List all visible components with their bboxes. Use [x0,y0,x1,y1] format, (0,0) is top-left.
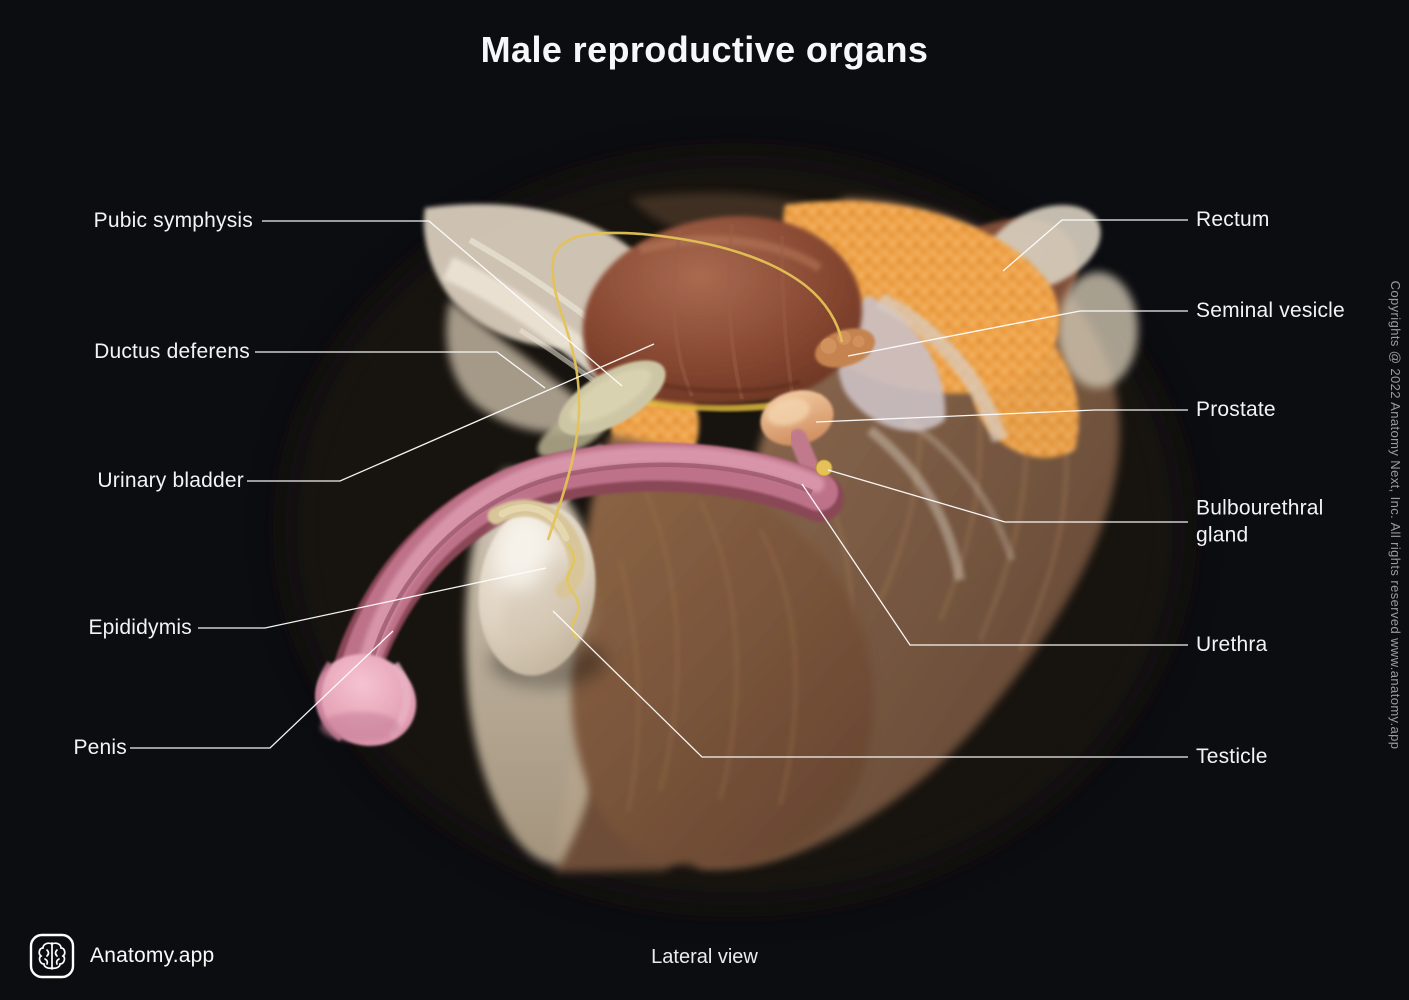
brand-bar: Anatomy.app [28,932,214,980]
label-prostate: Prostate [1196,398,1276,421]
leader-penis [130,630,394,749]
brain-icon [29,933,75,979]
label-pubic-symphysis: Pubic symphysis [93,209,253,232]
label-epididymis: Epididymis [88,616,192,639]
pelvic-fascia [446,300,600,433]
anatomy-illustration [285,155,1185,905]
ductus-deferens-shape [546,231,844,541]
leader-seminal-vesicle [847,310,1188,357]
glans-shape [315,654,417,746]
label-bulbourethral-gland: Bulbourethral gland [1196,496,1324,547]
leader-urethra [801,483,1188,646]
leader-prostate [815,409,1188,423]
label-urethra: Urethra [1196,633,1268,656]
label-penis: Penis [73,736,127,759]
tendon-band [866,426,965,581]
leader-lines [130,219,1188,758]
label-ductus-deferens: Ductus deferens [94,340,250,363]
label-rectum: Rectum [1196,208,1270,231]
brand-name: Anatomy.app [90,944,215,967]
label-seminal-vesicle: Seminal vesicle [1196,299,1345,322]
ischial-bone [1058,272,1138,388]
leader-epididymis [198,567,547,629]
leader-ductus-deferens [255,351,546,389]
copyright-watermark: Copyrights @ 2022 Anatomy Next, Inc. All… [1388,280,1403,750]
adductor-muscle-mass [571,435,874,867]
tendon-band [903,416,1016,562]
urinary-bladder-shape [582,216,862,405]
penis-shape [329,429,844,717]
label-testicle: Testicle [1196,745,1268,768]
view-caption: Lateral view [651,946,758,968]
leader-urinary-bladder [247,343,655,482]
leader-pubic-symphysis [262,220,623,387]
pubic-symphysis-shape [537,360,666,458]
tendon-band [876,292,1008,443]
page-title: Male reproductive organs [480,29,929,70]
prostate-shape [760,390,834,446]
leader-testicle [552,610,1188,758]
leader-rectum [1002,219,1188,272]
leader-bulbourethral-gland [827,469,1188,523]
bulbourethral-gland-shape [815,459,833,477]
levator-muscle [837,295,946,431]
label-urinary-bladder: Urinary bladder [97,469,244,492]
